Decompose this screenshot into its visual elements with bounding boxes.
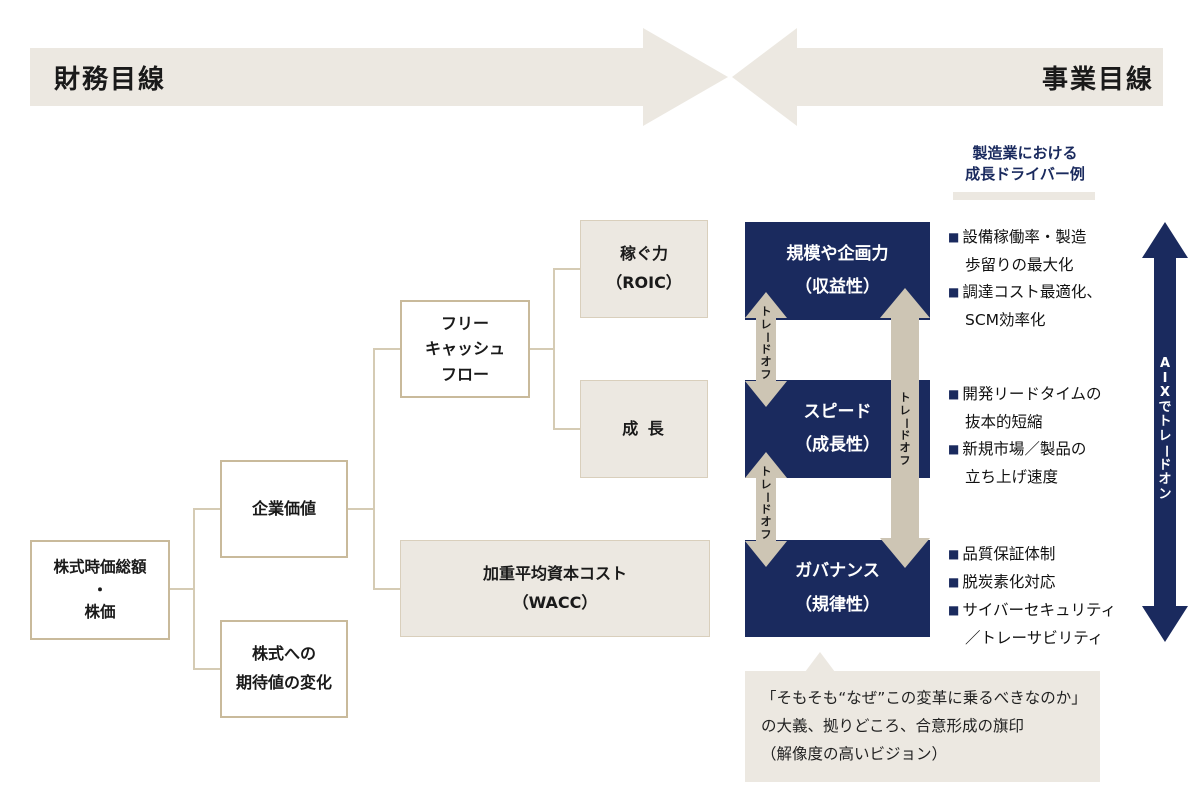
bullet-square-icon: ■: [948, 547, 960, 561]
driver-item-cont-line: ／トレーサビリティ: [965, 629, 1104, 647]
driver-group-speed: ■開発リードタイムの抜本的短縮 ■新規市場／製品の立ち上げ速度: [948, 381, 1133, 491]
connector-line: [195, 668, 220, 670]
driver-item-cont-line: 立ち上げ速度: [965, 468, 1059, 486]
driver-item-line: ■品質保証体制: [948, 545, 1056, 563]
bullet-square-icon: ■: [948, 230, 960, 244]
bullet-square-icon: ■: [948, 442, 960, 456]
bullet-square-icon: ■: [948, 285, 960, 299]
connector-line: [555, 428, 580, 430]
node-roic: 稼ぐ力 （ROIC）: [580, 220, 708, 318]
tradeoff-arrow-icon: [745, 452, 787, 567]
business-banner-arrowhead-icon: [732, 28, 797, 126]
bullet-square-icon: ■: [948, 575, 960, 589]
connector-line: [375, 588, 400, 590]
tradeoff-label: トレードオフ: [760, 305, 774, 381]
callout-pointer-icon: [805, 652, 835, 672]
driver-item-line: ■脱炭素化対応: [948, 573, 1056, 591]
connector-line: [373, 348, 375, 590]
business-banner-bar: [797, 48, 1163, 106]
node-enterprise-value: 企業価値: [220, 460, 348, 558]
driver-item-line: ■サイバーセキュリティ: [948, 601, 1117, 619]
finance-banner-arrowhead-icon: [643, 28, 728, 126]
node-equity-expectation: 株式への 期待値の変化: [220, 620, 348, 718]
tradeoff-arrow-icon: [745, 292, 787, 407]
tradeoff-label: トレードオフ: [899, 391, 913, 467]
driver-item-cont-line: 歩留りの最大化: [965, 256, 1074, 274]
node-free-cash-flow: フリー キャッシュ フロー: [400, 300, 530, 398]
tradeoff-arrow-tall-icon: [880, 288, 930, 568]
connector-line: [193, 508, 195, 670]
driver-item-line: ■新規市場／製品の: [948, 440, 1087, 458]
pillar-governance: ガバナンス （規律性）: [745, 540, 930, 637]
node-market-cap: 株式時価総額 ・ 株価: [30, 540, 170, 640]
connector-line: [348, 508, 375, 510]
node-growth: 成 長: [580, 380, 708, 478]
driver-item-line: ■設備稼働率・製造: [948, 228, 1087, 246]
driver-item-line: ■調達コスト最適化、: [948, 283, 1102, 301]
driver-item-line: ■開発リードタイムの: [948, 385, 1102, 403]
driver-item-cont-line: SCM効率化: [965, 311, 1046, 329]
connector-line: [170, 588, 195, 590]
business-perspective-label: 事業目線: [1041, 64, 1154, 95]
node-wacc: 加重平均資本コスト （WACC）: [400, 540, 710, 637]
tradeon-arrow-icon: [1142, 222, 1188, 642]
vision-callout: 「そもそも“なぜ”この変革に乗るべきなのか」 の大義、拠りどころ、合意形成の旗印…: [745, 671, 1100, 782]
driver-group-profitability: ■設備稼働率・製造歩留りの最大化 ■調達コスト最適化、 SCM効率化: [948, 224, 1133, 334]
connector-line: [553, 268, 555, 430]
connector-line: [555, 268, 580, 270]
connector-line: [375, 348, 400, 350]
connector-line: [195, 508, 220, 510]
finance-banner-bar: [30, 48, 643, 106]
bullet-square-icon: ■: [948, 603, 960, 617]
driver-group-governance: ■品質保証体制 ■脱炭素化対応 ■サイバーセキュリティ ／トレーサビリティ: [948, 541, 1133, 652]
connector-line: [530, 348, 555, 350]
tradeoff-label: トレードオフ: [760, 465, 774, 541]
drivers-header: 製造業における 成長ドライバー例: [965, 144, 1085, 183]
bullet-square-icon: ■: [948, 387, 960, 401]
finance-perspective-label: 財務目線: [54, 64, 167, 95]
driver-item-cont-line: 抜本的短縮: [965, 413, 1043, 431]
drivers-header-underline: [953, 192, 1095, 200]
